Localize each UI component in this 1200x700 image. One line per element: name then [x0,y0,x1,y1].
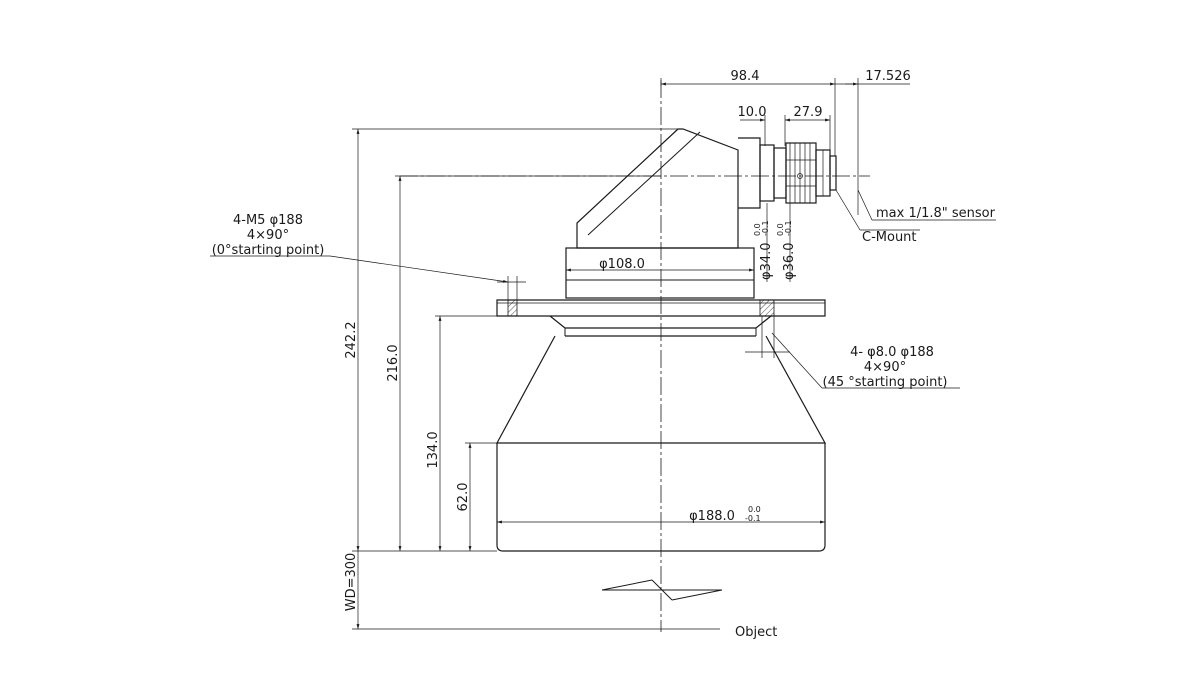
phi8-hole [759,299,775,317]
dim-height-axis: 216.0 [386,344,401,381]
extension-lines [352,78,859,630]
tol-34-lower: -0.1 [761,220,770,236]
dim-cmount-length: 27.9 [794,105,823,120]
dim-phi-108: φ108.0 [599,257,645,272]
prism-housing [576,128,739,249]
dim-phi-188: φ188.0 [689,509,735,524]
mounting-flange [496,299,826,317]
prism-mirror-line [587,131,701,236]
cmount-knurl [785,142,817,204]
tol-36-lower: -0.1 [784,220,793,236]
upper-collar [565,247,755,299]
thread-note-line2: 4×90° [247,228,289,243]
dim-height-flange: 134.0 [426,431,441,468]
m5-thread-hole [507,299,518,317]
cmount-adapter [738,137,761,209]
hole-note-line3: (45 °starting point) [823,375,948,390]
flange-neck [549,315,772,329]
tol-188-lower: -0.1 [745,514,761,523]
object-label: Object [735,625,777,640]
dim-height-total: 242.2 [344,321,359,358]
tol-188-upper: 0.0 [748,505,761,514]
dim-phi-34: φ34.0 [759,242,774,280]
axis-lines [400,80,870,632]
tol-34-upper: 0.0 [753,223,762,236]
annotation-text: max 1/1.8" sensor C-Mount Object 4-M5 φ1… [212,206,996,640]
hole-note-line1: 4- φ8.0 φ188 [850,345,934,360]
dim-phi-36: φ36.0 [782,242,797,280]
hole-note-line2: 4×90° [864,360,906,375]
thread-note-line3: (0°starting point) [212,243,325,258]
dimension-text: 98.4 17.526 10.0 27.9 φ34.0 0.0 -0.1 φ36… [344,69,911,611]
cmount-label: C-Mount [862,230,917,245]
lens-outline [495,128,837,552]
dim-cmount-gap: 10.0 [738,105,767,120]
tol-36-upper: 0.0 [776,223,785,236]
dim-sensor-offset: 17.526 [865,69,911,84]
cmount-ring [773,147,787,199]
sensor-label: max 1/1.8" sensor [876,206,996,221]
leader-lines [210,189,996,389]
dimension-lines [356,82,910,629]
set-screw [797,173,803,179]
dim-working-distance: WD=300 [344,553,359,612]
dim-height-body: 62.0 [456,483,471,512]
thread-note-line1: 4-M5 φ188 [233,213,303,228]
cmount-thread [829,155,837,191]
dim-top-length: 98.4 [731,69,760,84]
cmount-collar [759,144,775,202]
knurl-lines [786,143,816,203]
